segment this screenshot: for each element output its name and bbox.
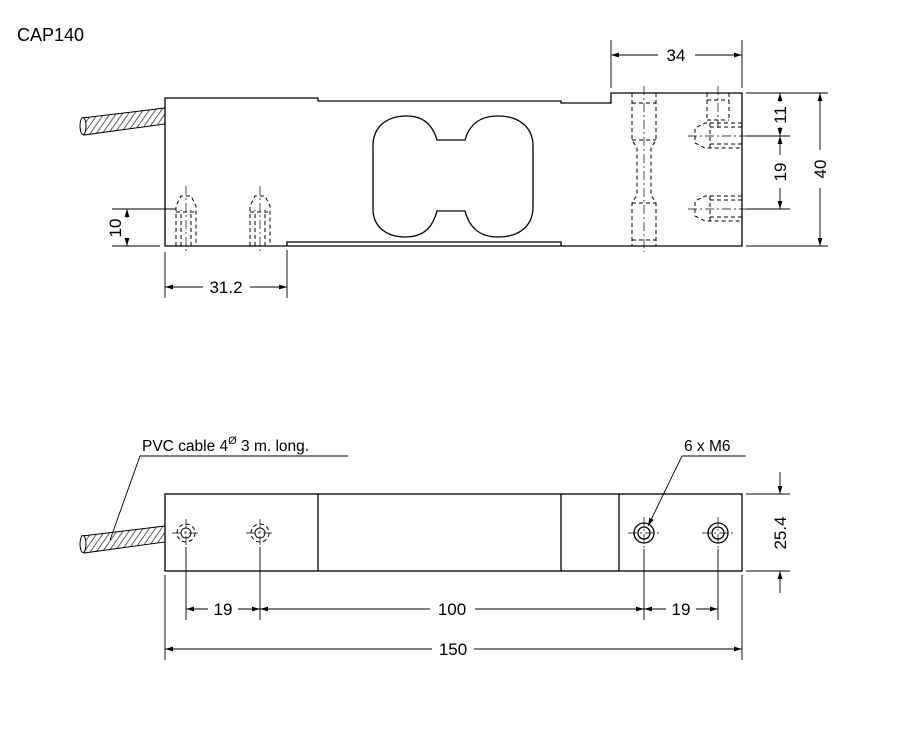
dim-pitch-left-label: 19 [214, 600, 233, 619]
cable-note: PVC cable 4Ø 3 m. long. [109, 435, 348, 541]
thread-note: 6 x M6 [647, 438, 746, 527]
plan-cable [81, 525, 166, 554]
dim-pitch-row: 19 100 19 [186, 600, 718, 619]
side-cable [81, 107, 166, 136]
right-threaded-holes [688, 122, 750, 222]
cable-note-rest: 3 m. long. [237, 438, 309, 455]
svg-text:PVC cable 4Ø 3 m. long.: PVC cable 4Ø 3 m. long. [142, 435, 309, 455]
dim-hole-top-label: 11 [771, 106, 790, 124]
dim-left-offset: 31.2 [164, 250, 288, 298]
dim-plan-width-label: 25.4 [771, 516, 790, 549]
dim-height-total-label: 40 [811, 160, 830, 179]
bottom-bolt-holes [175, 186, 271, 252]
dim-plan-width: 25.4 [746, 472, 790, 593]
dim-hole-spacing-label: 19 [771, 163, 790, 182]
plan-right-holes [628, 517, 734, 549]
plan-left-holes [172, 519, 274, 547]
dim-total-length-label: 150 [439, 640, 467, 659]
side-view: 34 40 11 19 10 [79, 40, 830, 298]
dim-hole-positions: 11 19 [746, 93, 790, 210]
dim-bottom-hole: 10 [106, 208, 176, 247]
plan-view: PVC cable 4Ø 3 m. long. 6 x M6 25.4 19 1… [79, 435, 790, 660]
dim-top-width: 34 [610, 40, 743, 88]
cable-note-sup: Ø [228, 435, 237, 447]
dim-left-offset-label: 31.2 [209, 278, 242, 297]
dim-top-width-label: 34 [667, 46, 686, 65]
cable-note-main: PVC cable 4 [142, 438, 229, 455]
thread-note-label: 6 x M6 [684, 438, 731, 455]
dim-pitch-right-label: 19 [672, 600, 691, 619]
plan-body-outline [164, 493, 743, 572]
dim-height-total: 40 [746, 92, 830, 247]
binocular-cutout [372, 115, 534, 238]
drawing-title: CAP140 [17, 25, 84, 45]
dim-total-length: 150 [165, 640, 742, 659]
dim-pitch-center-label: 100 [438, 600, 466, 619]
dim-bottom-hole-label: 10 [106, 219, 125, 238]
side-body-outline [164, 92, 743, 247]
right-vertical-holes [631, 86, 730, 252]
